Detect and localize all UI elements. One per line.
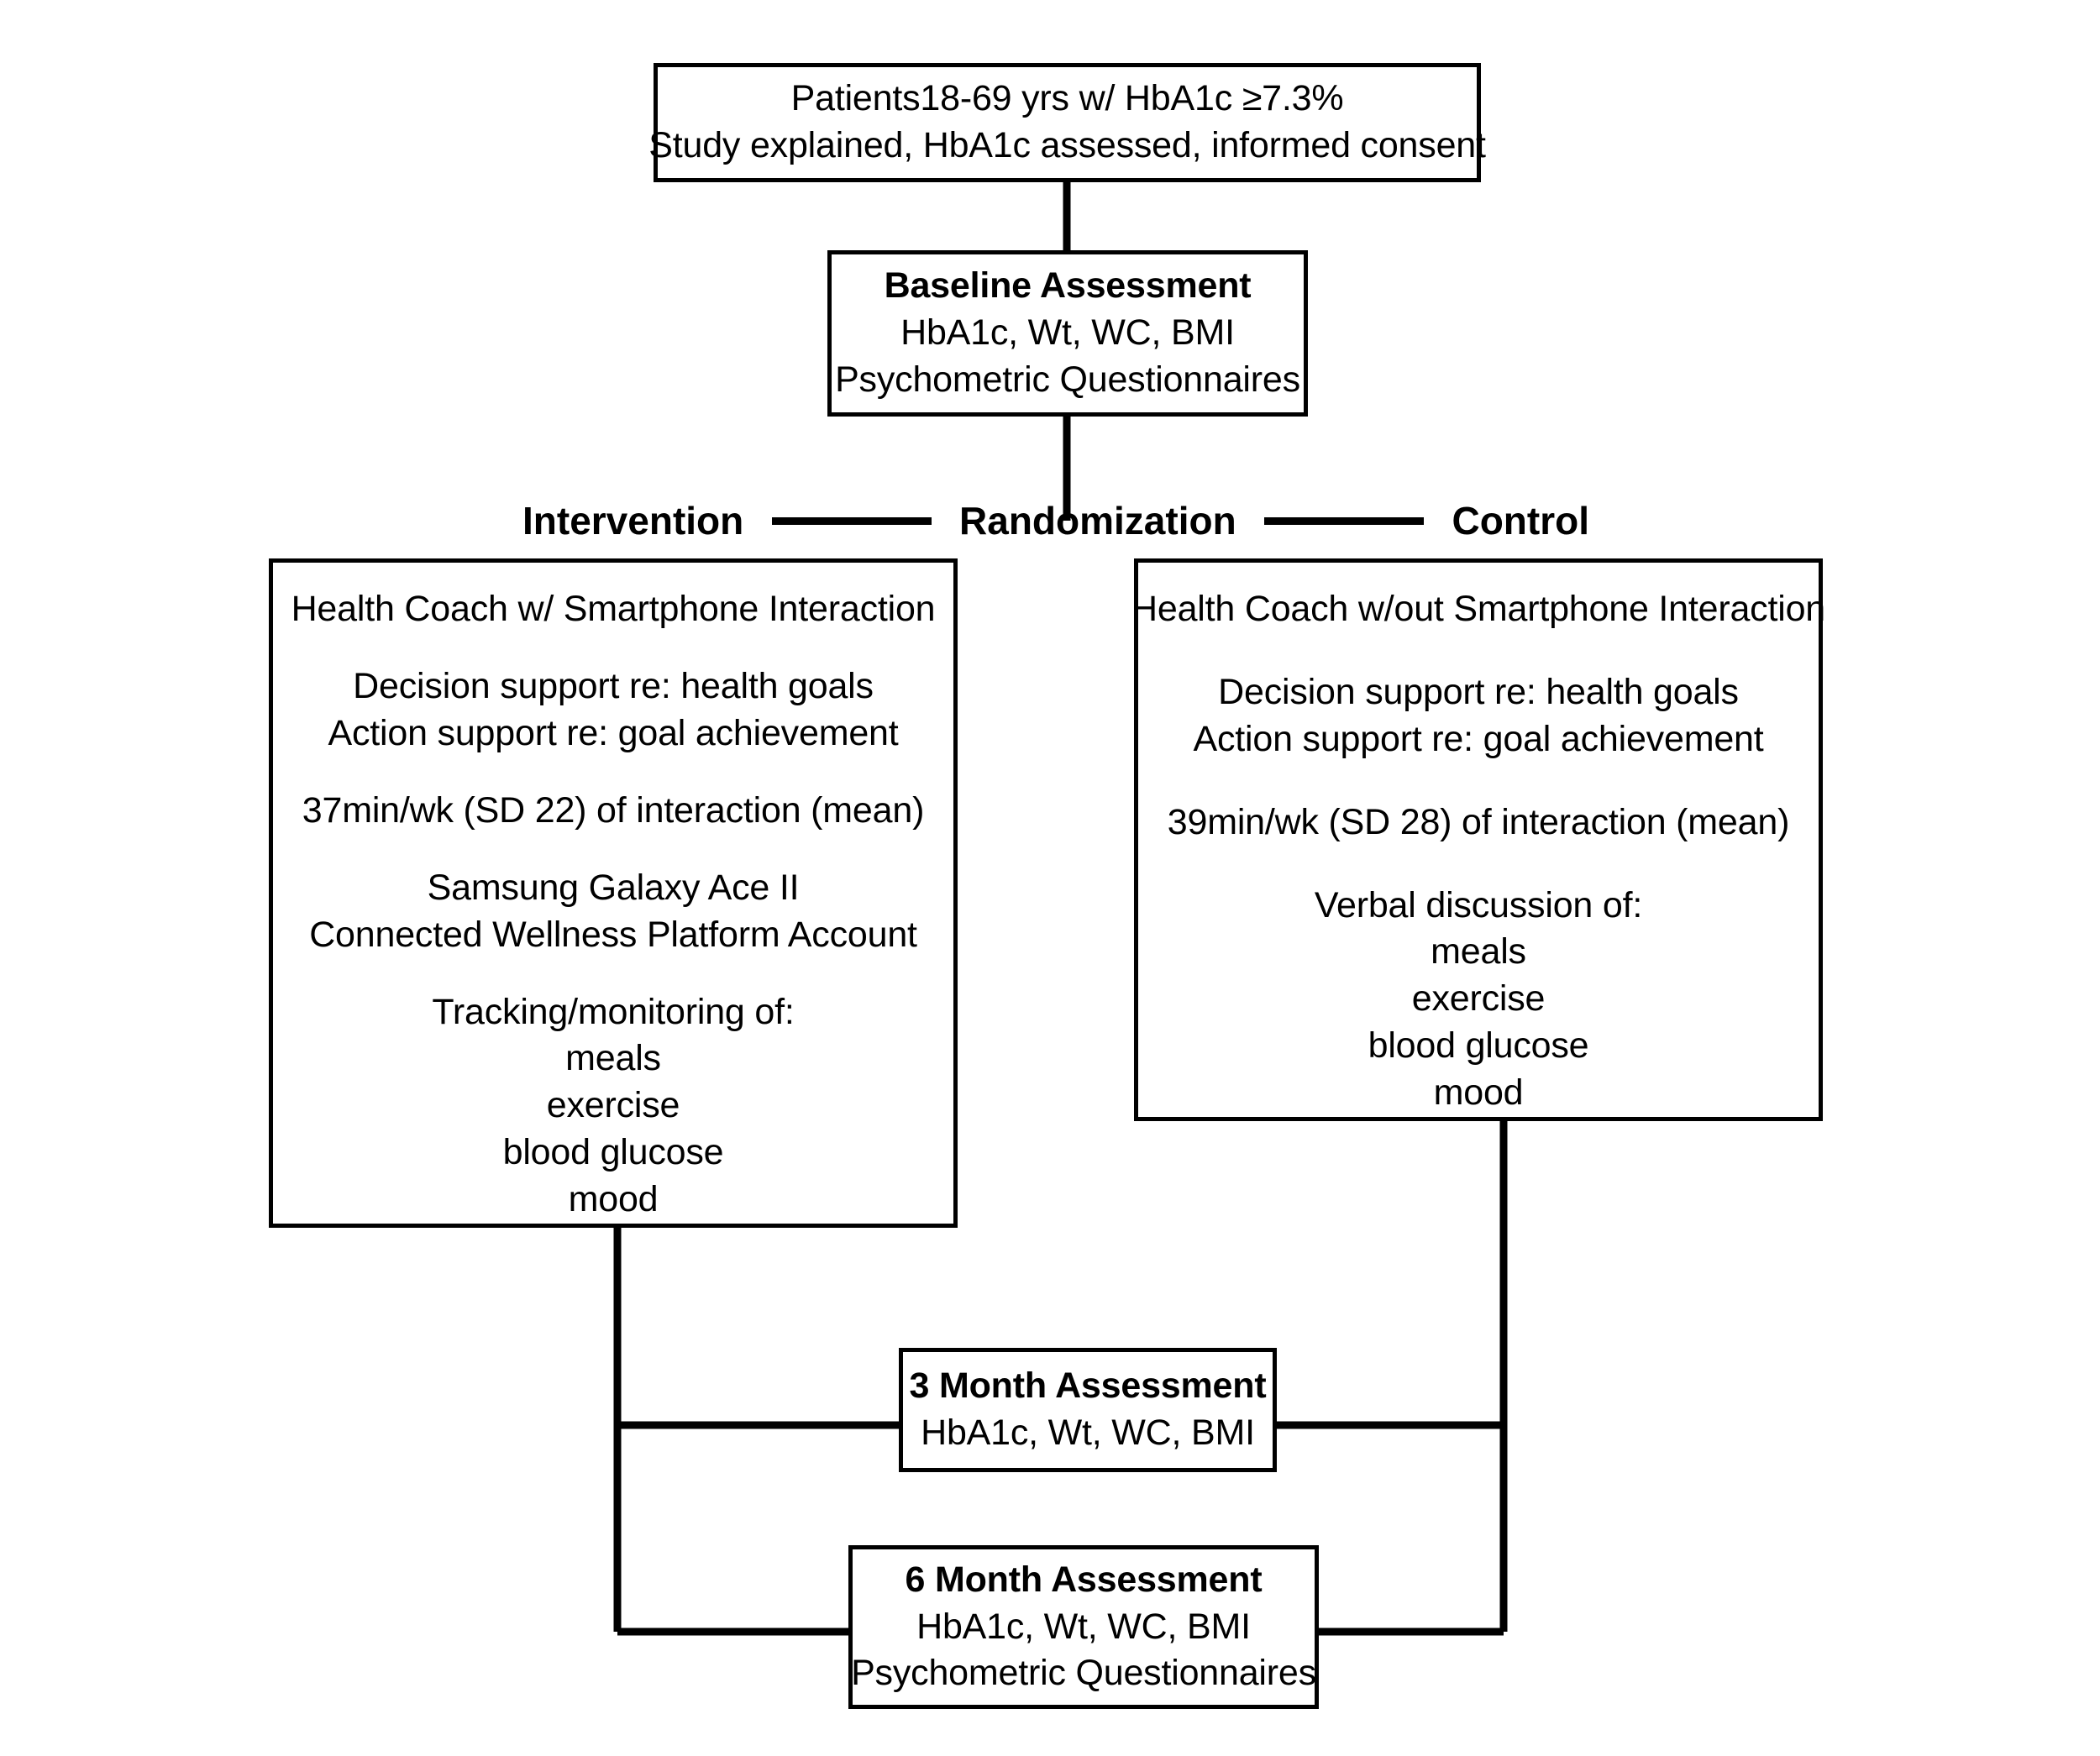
randomization-right-label: Control	[1452, 499, 1589, 543]
baseline-assessment-box: Baseline Assessment HbA1c, Wt, WC, BMI P…	[827, 250, 1308, 417]
intervention-line-4: Action support re: goal achievement	[328, 712, 899, 753]
three-month-assessment-box: 3 Month Assessment HbA1c, Wt, WC, BMI	[899, 1348, 1277, 1472]
control-line-8: Verbal discussion of:	[1314, 884, 1643, 925]
randomization-right-connector	[1264, 516, 1425, 525]
randomization-row: Intervention Randomization Control	[522, 495, 1589, 546]
intervention-line-11: Tracking/monitoring of:	[432, 991, 795, 1032]
intervention-arm-box: Health Coach w/ Smartphone Interaction D…	[269, 558, 958, 1228]
month6-title: 6 Month Assessment	[905, 1559, 1263, 1600]
six-month-assessment-box: 6 Month Assessment HbA1c, Wt, WC, BMI Ps…	[848, 1545, 1319, 1709]
eligibility-line-2: Study explained, HbA1c assessed, informe…	[648, 125, 1486, 165]
month6-line-3: Psychometric Questionnaires	[851, 1653, 1316, 1694]
randomization-center-label: Randomization	[959, 499, 1236, 543]
randomization-left-label: Intervention	[522, 499, 744, 543]
intervention-line-14: blood glucose	[502, 1132, 724, 1173]
intervention-line-8: Samsung Galaxy Ace II	[427, 867, 800, 908]
intervention-line-6: 37min/wk (SD 22) of interaction (mean)	[302, 789, 925, 831]
baseline-line-2: HbA1c, Wt, WC, BMI	[900, 312, 1235, 354]
month6-line-2: HbA1c, Wt, WC, BMI	[916, 1606, 1251, 1647]
month3-title: 3 Month Assessment	[909, 1365, 1267, 1407]
baseline-line-3: Psychometric Questionnaires	[835, 359, 1300, 400]
intervention-line-15: mood	[568, 1179, 659, 1220]
intervention-line-3: Decision support re: health goals	[353, 665, 874, 706]
baseline-title: Baseline Assessment	[884, 265, 1252, 307]
intervention-line-9: Connected Wellness Platform Account	[309, 914, 917, 955]
control-line-6: 39min/wk (SD 28) of interaction (mean)	[1167, 801, 1790, 842]
intervention-line-13: exercise	[546, 1085, 680, 1126]
control-line-1: Health Coach w/out Smartphone Interactio…	[1131, 589, 1825, 629]
control-line-11: blood glucose	[1368, 1025, 1589, 1067]
control-line-9: meals	[1431, 931, 1526, 972]
eligibility-box: Patients18-69 yrs w/ HbA1c ≥7.3% Study e…	[648, 63, 1486, 182]
control-line-10: exercise	[1411, 978, 1546, 1020]
intervention-line-12: meals	[565, 1038, 661, 1079]
intervention-line-1: Health Coach w/ Smartphone Interaction	[291, 589, 936, 629]
control-line-12: mood	[1433, 1072, 1524, 1114]
control-line-4: Action support re: goal achievement	[1193, 718, 1764, 759]
month3-line-2: HbA1c, Wt, WC, BMI	[921, 1413, 1255, 1453]
randomization-left-connector	[771, 516, 932, 525]
eligibility-line-1: Patients18-69 yrs w/ HbA1c ≥7.3%	[790, 78, 1344, 119]
control-arm-box: Health Coach w/out Smartphone Interactio…	[1131, 558, 1825, 1121]
control-line-3: Decision support re: health goals	[1218, 671, 1739, 712]
